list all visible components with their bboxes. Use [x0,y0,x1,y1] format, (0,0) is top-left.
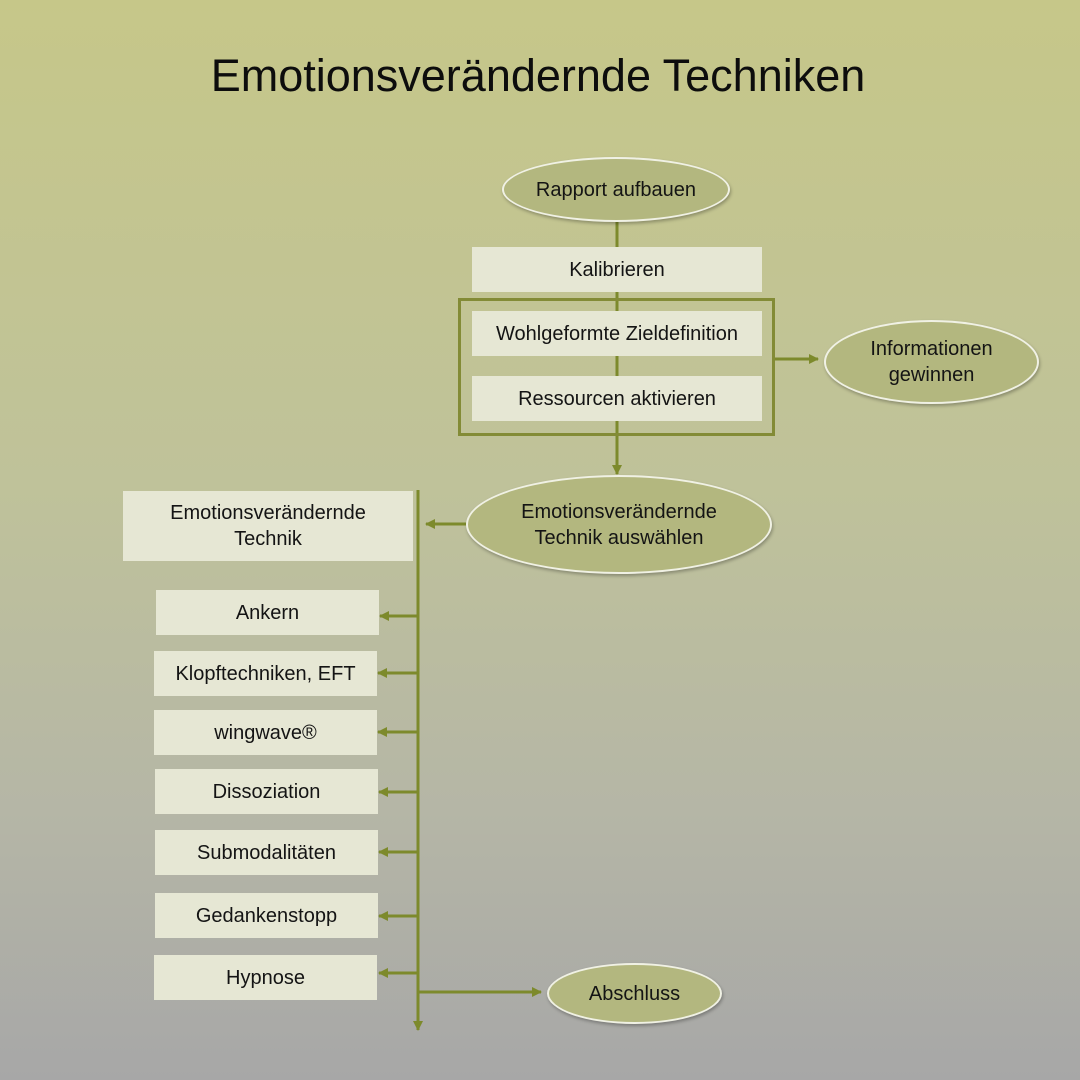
technique-wingwave: wingwave® [154,710,377,755]
node-abschluss-label: Abschluss [588,982,681,1005]
technique-hypnose: Hypnose [154,955,377,1000]
technique-label: Dissoziation [212,780,321,803]
technique-dissoziation: Dissoziation [155,769,378,814]
technique-label: wingwave® [214,721,317,744]
node-ressourcen-label: Ressourcen aktivieren [518,387,716,410]
node-zieldefinition: Wohlgeformte Zieldefinition [472,311,762,356]
technique-label: Submodalitäten [197,841,336,864]
technique-gedankenstopp: Gedankenstopp [155,893,378,938]
node-abschluss: Abschluss [547,963,722,1024]
node-rapport-label: Rapport aufbauen [535,178,697,201]
node-ressourcen-aktivieren: Ressourcen aktivieren [472,376,762,421]
technique-submodalitaeten: Submodalitäten [155,830,378,875]
technique-ankern: Ankern [156,590,379,635]
technique-klopftechniken-eft: Klopftechniken, EFT [154,651,377,696]
node-technik-header: Emotionsverändernde Technik [123,491,413,561]
technique-label: Hypnose [226,966,305,989]
node-technik-header-line-1: Emotionsverändernde [170,502,366,524]
technique-label: Klopftechniken, EFT [175,662,356,685]
node-kalibrieren-label: Kalibrieren [569,258,665,281]
technique-label: Gedankenstopp [195,904,338,927]
node-zieldefinition-label: Wohlgeformte Zieldefinition [496,322,738,345]
node-informationen-line-1: Informationen [870,338,993,360]
diagram-title: Emotionsverändernde Techniken [210,50,866,101]
node-technik-header-line-2: Technik [234,528,302,550]
node-informationen-gewinnen: Informationen gewinnen [824,320,1039,404]
node-auswahl-line-2: Technik auswählen [534,526,704,549]
node-rapport-aufbauen: Rapport aufbauen [502,157,730,222]
node-kalibrieren: Kalibrieren [472,247,762,292]
technique-label: Ankern [235,601,300,624]
group-frame [458,298,775,436]
node-informationen-line-2: gewinnen [888,364,975,386]
node-auswahl-line-1: Emotionsverändernde [521,500,717,523]
node-technik-auswaehlen: Emotionsverändernde Technik auswählen [466,475,772,574]
